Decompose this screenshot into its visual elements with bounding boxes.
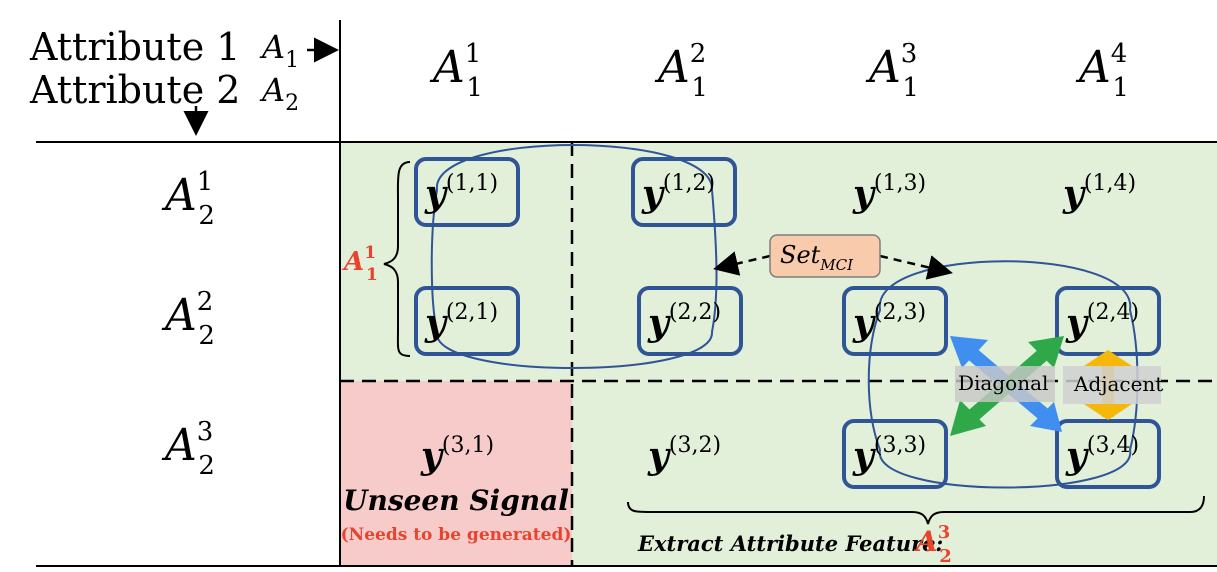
extract-brace [627,495,1205,525]
attribute-2-symbol: A2 [259,71,299,116]
cell-box-y-1-2 [631,157,737,227]
group-loop-left [430,144,718,369]
set-mci-arrow-left [713,251,771,276]
cell-box-y-2-3 [842,286,948,356]
set-mci-box [769,234,881,278]
set-mci-arrow-right [879,254,953,280]
cell-label-y-2-3: y(2,3) [852,300,926,344]
cell-box-y-2-1 [414,286,520,356]
unseen-region [340,381,572,566]
group-loop-right [867,260,1139,489]
brace-a11 [383,161,411,357]
cell-label-y-1-3: y(1,3) [852,171,926,215]
attribute-2-label: Attribute 2 [29,68,240,112]
unseen-signal-title: Unseen Signal [343,484,569,517]
cell-box-y-3-3 [842,419,948,489]
cell-box-y-2-2 [637,286,743,356]
attribute-1-label: Attribute 1 [29,25,240,69]
attribute-1-symbol: A1 [259,28,299,73]
diagonal-label-bg [955,366,1055,402]
diagonal-label: Diagonal [958,371,1048,395]
cell-label-y-3-3: y(3,3) [852,433,926,477]
cell-label-y-2-2: y(2,2) [647,300,721,344]
extract-label: Extract Attribute Feature: [637,531,943,556]
cell-label-y-1-4: y(1,4) [1062,171,1136,215]
cell-box-y-1-1 [414,157,520,227]
unseen-signal-subtitle: (Needs to be generated) [341,525,572,545]
cell-label-y-3-2: y(3,2) [647,433,721,477]
cell-label-y-3-1: y(3,1) [420,433,494,477]
cell-label-y-1-2: y(1,2) [641,171,715,215]
adjacent-label-bg [1063,366,1161,404]
cell-label-y-1-1: y(1,1) [424,171,498,215]
cell-label-y-2-4: y(2,4) [1065,300,1139,344]
set-mci-label: SetMCI [780,241,854,274]
adjacent-label: Adjacent [1073,372,1163,396]
cell-label-y-3-4: y(3,4) [1065,433,1139,477]
cell-box-y-3-4 [1055,419,1161,489]
cell-label-y-2-1: y(2,1) [424,300,498,344]
